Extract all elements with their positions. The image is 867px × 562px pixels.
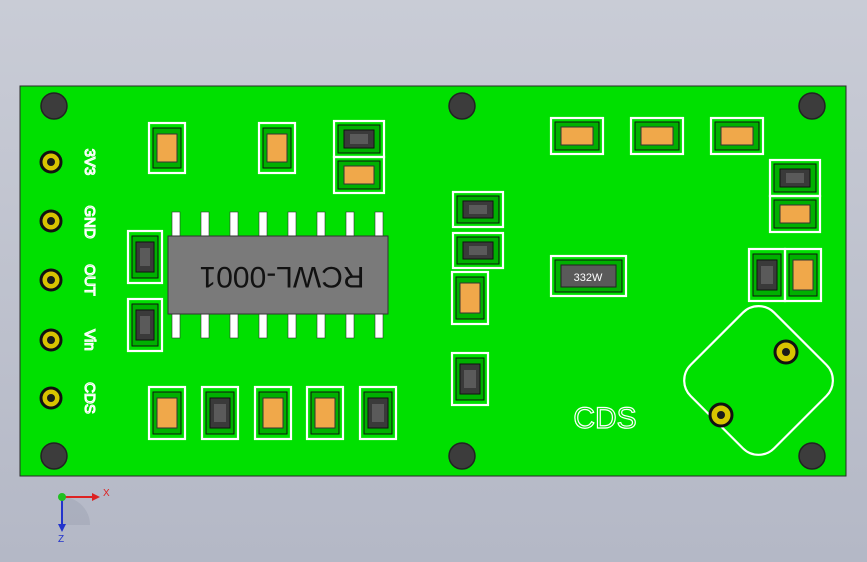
smd-components: 332W: [126, 116, 823, 441]
ic-label: RCWL-0001: [199, 260, 364, 293]
pin-label-3v3: 3V3: [81, 149, 98, 176]
pin-label-gnd: GND: [81, 205, 98, 239]
capacitor-c4: [147, 385, 187, 441]
mounting-hole-bottom-left: [40, 442, 68, 470]
header-pins: [39, 150, 63, 410]
capacitor-c5: [253, 385, 293, 441]
ic-body: [167, 235, 389, 315]
capacitor-c7: [450, 270, 490, 326]
capacitor-c12: [783, 247, 823, 303]
mounting-hole-bottom-center: [448, 442, 476, 470]
capacitor-c1: [147, 121, 187, 175]
capacitor-c3: [332, 155, 386, 195]
capacitor-c2: [257, 121, 297, 175]
axis-triad: X Z: [58, 488, 110, 545]
resistor-r3: [126, 297, 164, 353]
resistor-r6: [451, 190, 505, 229]
ic-pins-top: [171, 211, 384, 239]
capacitor-c6: [305, 385, 345, 441]
resistor-r9: [768, 158, 822, 198]
mounting-hole-top-left: [40, 92, 68, 120]
pin-label-cds: CDS: [81, 382, 98, 414]
resistor-r5: [358, 385, 398, 441]
mounting-holes: [40, 92, 826, 470]
capacitor-c10: [709, 116, 765, 156]
resistor-332w: 332W: [549, 254, 628, 298]
capacitor-c11: [768, 194, 822, 234]
pin-label-out: OUT: [81, 264, 98, 296]
mounting-hole-bottom-right: [798, 442, 826, 470]
cds-label: CDS: [573, 402, 636, 435]
mounting-hole-top-center: [448, 92, 476, 120]
resistor-r7: [451, 231, 505, 270]
capacitor-c8: [549, 116, 605, 156]
resistor-r4: [200, 385, 240, 441]
cds-sensor-footprint: [683, 305, 834, 456]
resistor-r10: [747, 247, 787, 303]
resistor-r1: [332, 119, 386, 159]
resistor-r2: [126, 229, 164, 285]
axis-x-label: X: [103, 488, 110, 499]
ic-chip: RCWL-0001: [167, 211, 389, 339]
mounting-hole-top-right: [798, 92, 826, 120]
capacitor-c9: [629, 116, 685, 156]
pin-labels: 3V3 GND OUT Vin CDS: [80, 148, 98, 414]
resistor-332w-label: 332W: [574, 272, 603, 284]
axis-z-label: Z: [58, 534, 64, 545]
resistor-r8: [450, 351, 490, 407]
pin-label-vin: Vin: [81, 329, 98, 350]
